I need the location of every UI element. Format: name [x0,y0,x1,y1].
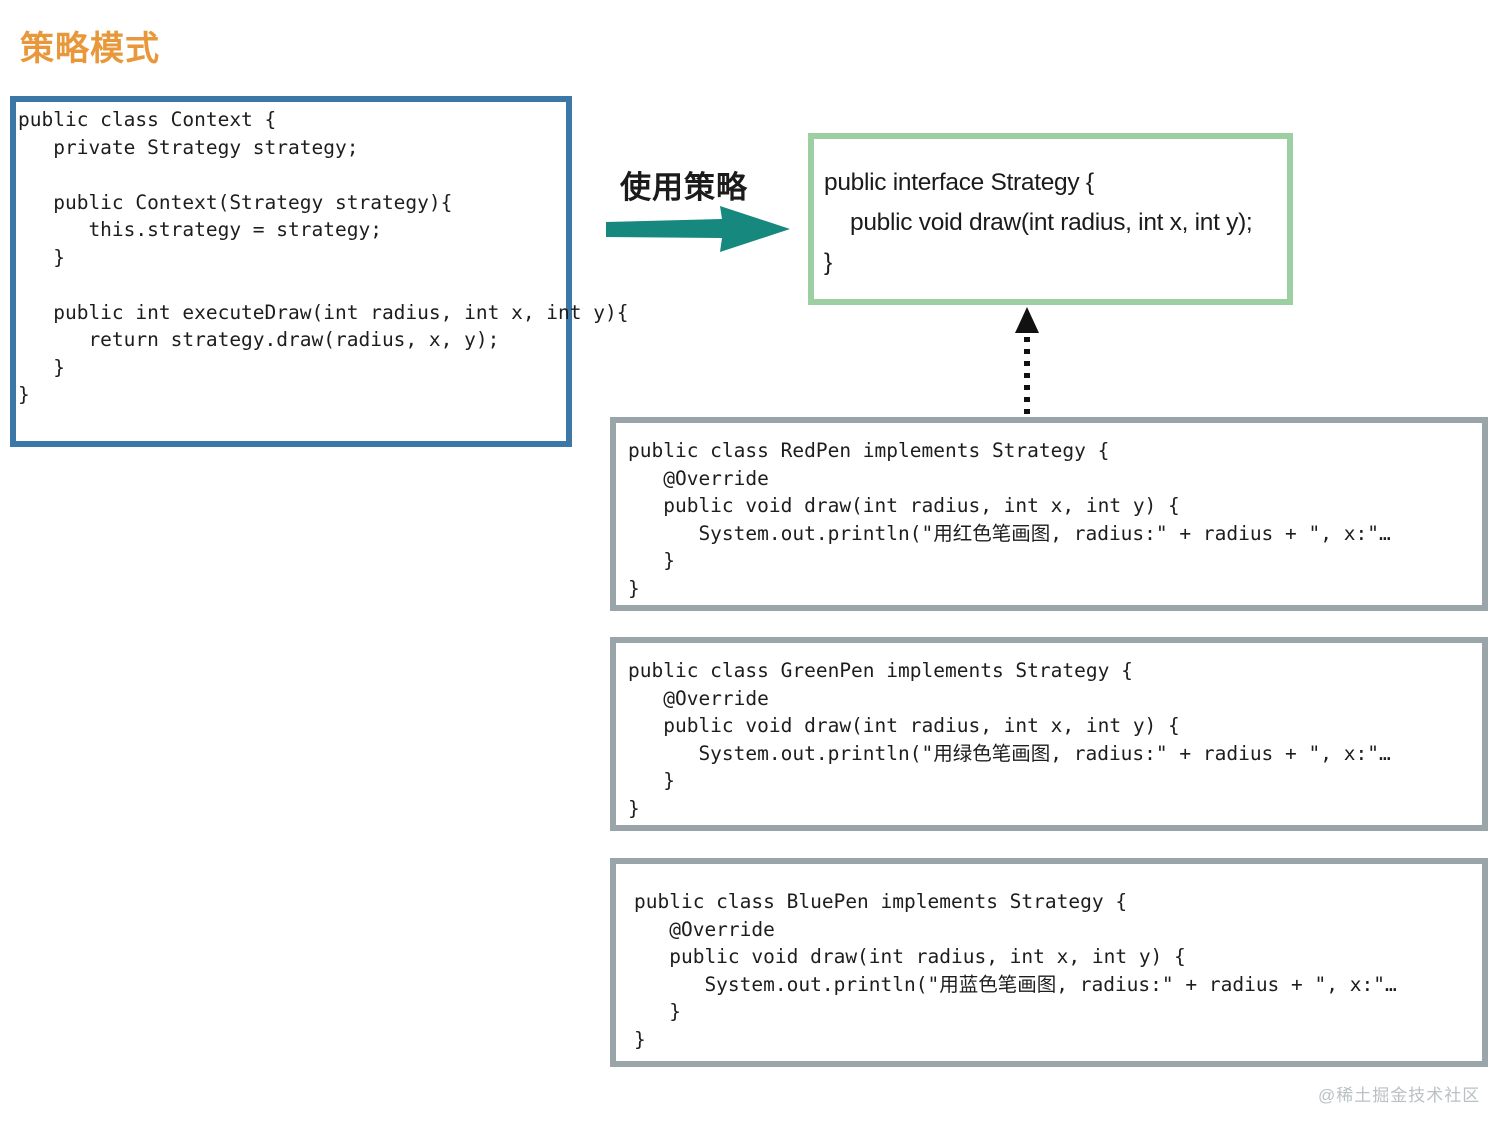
watermark: @稀土掘金技术社区 [1318,1086,1481,1105]
greenpen-class-box [610,637,1488,831]
bluepen-class-box [610,858,1488,1067]
strategy-interface-box [808,133,1293,305]
page-title: 策略模式 [20,30,160,68]
use-strategy-label: 使用策略 [620,170,748,205]
arrow-right-icon [604,206,792,252]
context-class-box [10,96,572,447]
redpen-class-box [610,417,1488,611]
strategy-interface-code: public interface Strategy { public void … [824,169,1253,276]
realization-arrow-icon [1004,305,1050,435]
greenpen-class-code: public class GreenPen implements Strateg… [628,659,1391,820]
context-class-code: public class Context { private Strategy … [18,108,629,406]
redpen-class-code: public class RedPen implements Strategy … [628,439,1391,600]
bluepen-class-code: public class BluePen implements Strategy… [634,890,1397,1051]
